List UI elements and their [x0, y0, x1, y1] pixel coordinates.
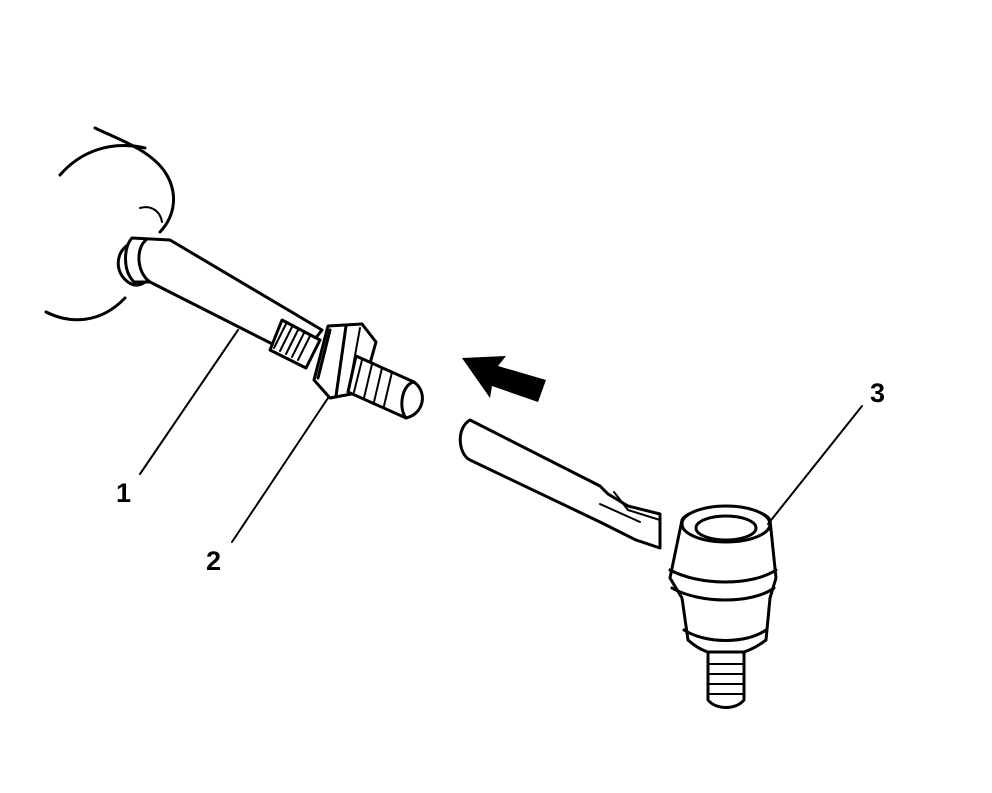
leader-line-3: [767, 405, 863, 525]
callout-3: 3: [870, 378, 885, 408]
leader-line-1: [139, 329, 239, 475]
outer-tie-rod-end: [458, 418, 778, 709]
inner-tie-rod: [124, 236, 324, 370]
callout-2: 2: [206, 546, 221, 576]
leader-lines: [139, 329, 863, 543]
callout-1: 1: [116, 478, 131, 508]
steering-gear-housing: [44, 126, 176, 322]
leader-line-2: [231, 397, 329, 543]
direction-arrow: [462, 356, 546, 402]
threaded-stud: [346, 354, 424, 420]
